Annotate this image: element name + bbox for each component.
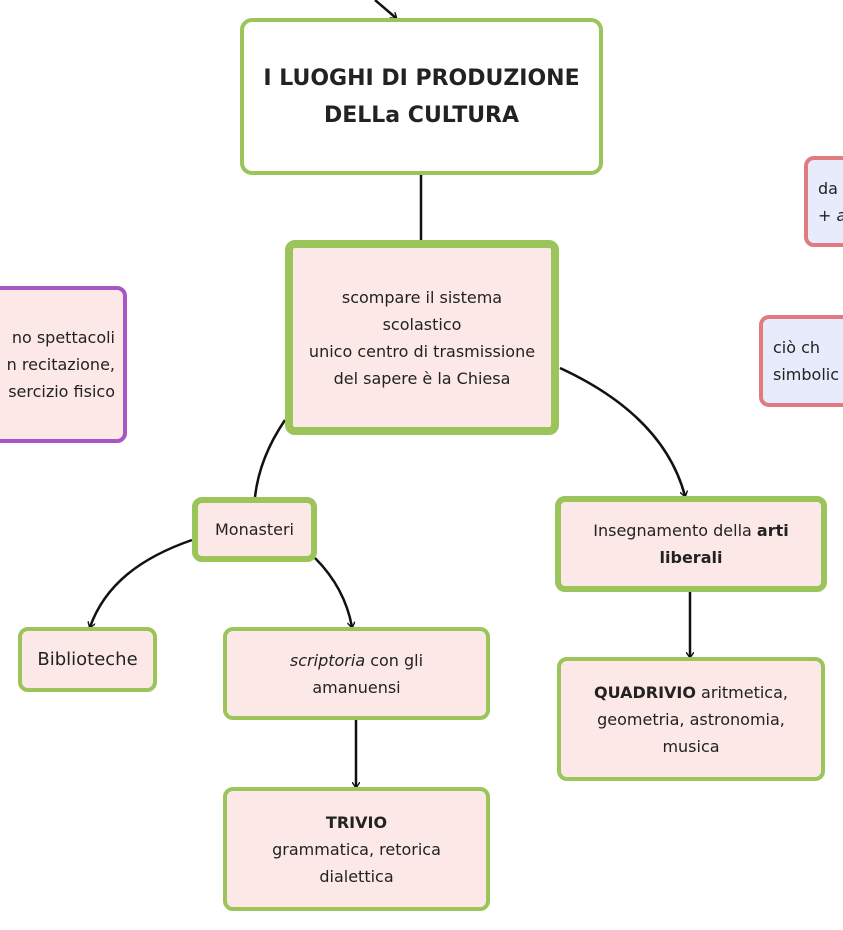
arti-bold-2: liberali [659, 548, 723, 567]
right-top-plus: + [818, 205, 837, 225]
trivio-line-2: grammatica, retorica [272, 839, 441, 859]
central-line-3: unico centro di trasmissione [308, 341, 536, 361]
right-partial-mid-node[interactable]: ciò ch simbolic [759, 315, 843, 407]
title-line-1: I LUOGHI DI PRODUZIONE [263, 65, 580, 91]
trivio-node[interactable]: TRIVIO grammatica, retorica dialettica [223, 787, 490, 911]
quadrivio-rest: aritmetica, [695, 682, 788, 702]
edge-center-monasteri [253, 419, 287, 498]
edge-center-arti [559, 366, 685, 496]
monasteri-node[interactable]: Monasteri [192, 497, 317, 562]
trivio-line-3: dialettica [319, 866, 394, 886]
title-line-2: DELLa CULTURA [323, 102, 520, 128]
quadrivio-line-2: geometria, astronomia, [597, 709, 785, 729]
right-top-italic: a [837, 206, 843, 225]
quadrivio-line-3: musica [662, 736, 720, 756]
left-partial-line-3: sercizio fisico [8, 382, 115, 401]
right-mid-line-1: ciò ch [773, 338, 821, 357]
arti-text: Insegnamento della [593, 521, 757, 540]
scriptoria-line-2: amanuensi [312, 677, 401, 697]
central-line-1: scompare il sistema [341, 287, 503, 307]
central-line-2: scolastico [382, 314, 462, 334]
scriptoria-rest: con gli [365, 650, 424, 670]
title-node[interactable]: I LUOGHI DI PRODUZIONE DELLa CULTURA [240, 18, 603, 175]
central-node[interactable]: scompare il sistema scolastico unico cen… [285, 240, 559, 435]
biblioteche-node[interactable]: Biblioteche [18, 627, 157, 692]
trivio-heading: TRIVIO [325, 812, 388, 832]
biblioteche-label: Biblioteche [37, 649, 138, 670]
central-line-4: del sapere è la Chiesa [333, 368, 511, 388]
left-partial-line-2: n recitazione, [6, 355, 115, 374]
quadrivio-node[interactable]: QUADRIVIO aritmetica, geometria, astrono… [557, 657, 825, 781]
scriptoria-italic: scriptoria [289, 650, 366, 670]
quadrivio-heading: QUADRIVIO [593, 682, 696, 702]
left-partial-line-1: no spettacoli [11, 328, 115, 347]
right-top-line-1: da [818, 178, 838, 198]
arti-liberali-node[interactable]: Insegnamento della arti liberali [555, 496, 827, 592]
left-partial-node[interactable]: no spettacoli n recitazione, sercizio fi… [0, 286, 127, 443]
right-partial-top-node[interactable]: da + a [804, 156, 843, 247]
right-mid-line-2: simbolic [773, 365, 839, 384]
edge-monasteri-scriptoria [314, 557, 352, 627]
monasteri-label: Monasteri [214, 520, 294, 539]
arti-bold-1: arti [756, 521, 789, 540]
edge-monasteri-biblioteche [90, 538, 193, 627]
edge-incoming-title [374, 0, 396, 18]
scriptoria-node[interactable]: scriptoria con gli amanuensi [223, 627, 490, 720]
